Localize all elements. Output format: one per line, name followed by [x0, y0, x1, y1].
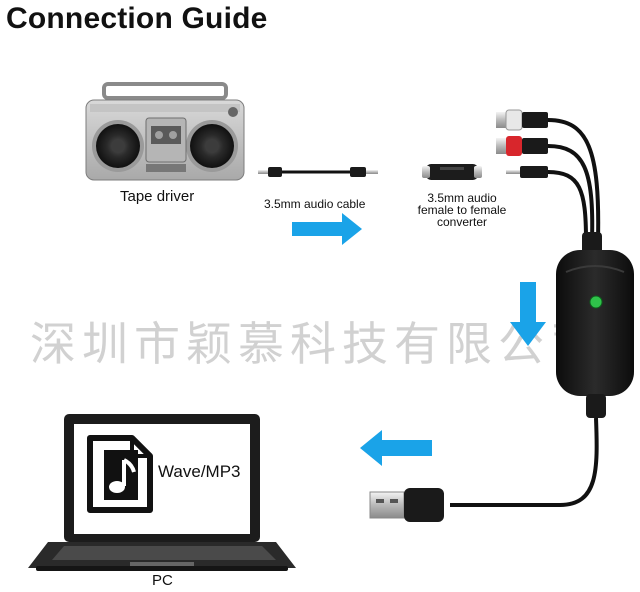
arrow-left-icon	[360, 430, 432, 466]
audio-cable-icon	[258, 167, 378, 177]
converter-label: 3.5mm audio female to female converter	[396, 192, 528, 228]
converter-adapter-icon	[422, 164, 482, 180]
usb-plug-icon	[369, 488, 444, 522]
file-format-label: Wave/MP3	[158, 462, 241, 481]
arrow-right-icon	[292, 213, 362, 245]
tape-driver-label: Tape driver	[120, 188, 195, 205]
laptop-icon	[28, 414, 296, 571]
audio-cable-label: 3.5mm audio cable	[264, 197, 366, 211]
boombox-icon	[85, 82, 245, 181]
led-indicator	[589, 295, 603, 309]
converter-label-line3: converter	[436, 215, 488, 229]
watermark-text: 深圳市颖慕科技有限公司	[30, 317, 602, 371]
music-note-file-icon	[87, 435, 153, 513]
arrow-down-icon	[510, 282, 546, 346]
usb-capture-device	[450, 109, 634, 507]
pc-label: PC	[152, 572, 173, 589]
converter-label-line1: 3.5mm audio	[427, 191, 497, 205]
converter-label-line2: female to female	[417, 203, 507, 217]
page-title: Connection Guide	[6, 2, 268, 35]
